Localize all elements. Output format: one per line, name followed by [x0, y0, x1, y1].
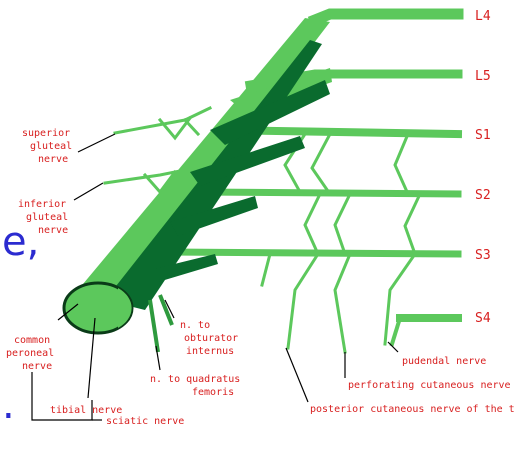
background-text-fragment: . [2, 382, 15, 428]
root-label-s1: S1 [475, 128, 491, 143]
svg-text:peroneal: peroneal [6, 348, 54, 359]
svg-text:nerve: nerve [22, 361, 52, 372]
background-text-fragment: e, [2, 219, 39, 265]
svg-text:common: common [14, 335, 50, 346]
svg-text:obturator: obturator [184, 333, 238, 344]
posterior-cutaneous-label: posterior cutaneous nerve of the t [310, 404, 515, 415]
pudendal-nerve-label: pudendal nerve [402, 356, 486, 367]
svg-text:superior: superior [22, 128, 70, 139]
svg-text:nerve: nerve [38, 154, 68, 165]
root-label-l4: L4 [475, 9, 491, 24]
common-peroneal-label: common peroneal nerve [6, 335, 54, 372]
muscular-branches [150, 295, 172, 352]
svg-text:gluteal: gluteal [26, 212, 68, 223]
obturator-internus-label: n. to obturator internus [180, 320, 238, 357]
svg-text:gluteal: gluteal [30, 141, 72, 152]
anterior-trunk [105, 40, 330, 310]
svg-text:internus: internus [186, 346, 234, 357]
svg-text:femoris: femoris [192, 387, 234, 398]
svg-text:inferior: inferior [18, 199, 66, 210]
root-label-s2: S2 [475, 188, 491, 203]
svg-text:n. to: n. to [180, 320, 210, 331]
svg-text:n. to quadratus: n. to quadratus [150, 374, 240, 385]
perforating-cutaneous-label: perforating cutaneous nerve [348, 380, 511, 391]
svg-text:nerve: nerve [38, 225, 68, 236]
sciatic-nerve-label: sciatic nerve [106, 416, 184, 427]
quadratus-femoris-label: n. to quadratus femoris [150, 374, 240, 398]
tibial-nerve-label: tibial nerve [50, 405, 122, 416]
superior-gluteal-label: superior gluteal nerve [22, 128, 72, 165]
root-label-l5: L5 [475, 69, 491, 84]
root-label-s4: S4 [475, 311, 491, 326]
root-label-s3: S3 [475, 248, 491, 263]
